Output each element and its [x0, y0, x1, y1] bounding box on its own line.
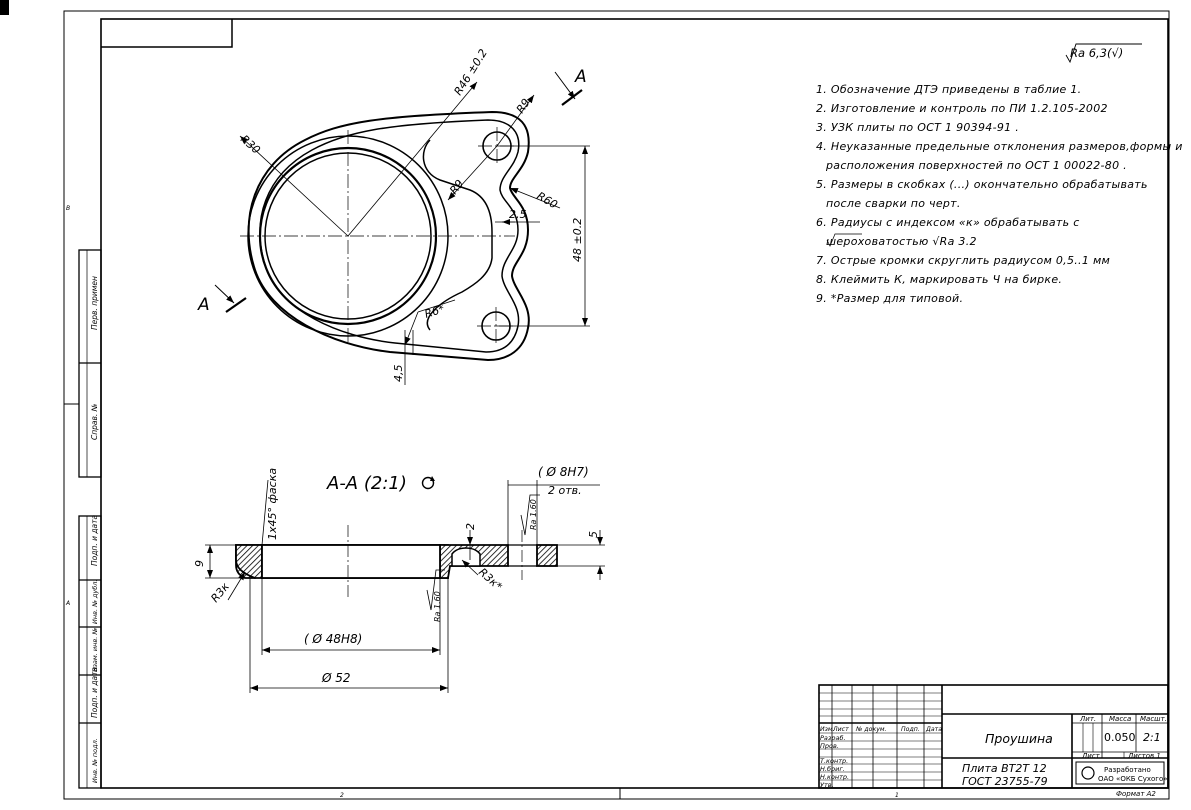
dim-r9-inner: R9: [447, 177, 466, 197]
section-letter-bottom: A: [197, 295, 210, 315]
sheet-frame: [63, 10, 1170, 800]
zone-marks: В А 2 1: [65, 205, 899, 799]
dim-4-5: 4,5: [392, 365, 405, 383]
dim-2-5: 2,5: [509, 208, 527, 221]
svg-text:Утв.: Утв.: [820, 781, 834, 789]
svg-text:Т.контр.: Т.контр.: [820, 757, 848, 765]
mass-value: 0.050: [1104, 731, 1136, 744]
side-labels: Перв. примен Справ. № Подп. и дата Инв. …: [90, 276, 99, 783]
dim-r30: R30: [238, 133, 263, 157]
svg-text:Лист: Лист: [832, 726, 849, 733]
section-view: [235, 544, 558, 579]
dim-9: 9: [193, 560, 206, 567]
section-bore: [261, 544, 441, 579]
section-rotation-icon: [421, 476, 435, 490]
svg-text:Лист: Лист: [1081, 752, 1101, 760]
side-label-inv-podl: Инв. № подл.: [91, 738, 99, 783]
dim-ra-hole: Ra 1.60: [529, 499, 538, 530]
dim-r60: R60: [535, 189, 560, 211]
section-dim-lines: [205, 479, 605, 693]
section-right-part: [536, 544, 558, 567]
material-1: Плита ВТ2Т 12: [962, 762, 1047, 775]
svg-text:Масса: Масса: [1109, 715, 1131, 723]
svg-text:Пров.: Пров.: [820, 742, 839, 750]
svg-text:№ докум.: № докум.: [855, 726, 887, 733]
svg-text:Лит.: Лит.: [1079, 715, 1096, 723]
company-logo-icon: [1081, 766, 1095, 780]
corner-mark: [0, 0, 9, 15]
note-1: 1. Обозначение ДТЭ приведены в таблие 1.: [816, 83, 1082, 96]
note-6a: 6. Радиусы с индексом «к» обрабатывать с: [816, 216, 1080, 229]
svg-text:2: 2: [340, 792, 344, 799]
title-block-lines: [818, 684, 1169, 789]
section-centerlines: [347, 525, 523, 600]
note-6b: шероховатостью √Ra 3.2: [826, 235, 977, 248]
section-title: A-A (2:1): [326, 473, 407, 494]
svg-text:Разработано: Разработано: [1104, 766, 1151, 774]
note-3: 3. УЗК плиты по ОСТ 1 90394-91 .: [816, 121, 1020, 134]
plan-slot: [422, 139, 493, 331]
section-mark-a: [214, 71, 583, 313]
dim-ra-bore: Ra 1.60: [433, 591, 442, 622]
dim-48: 48 ±0.2: [571, 218, 584, 262]
dim-2: 2: [464, 523, 477, 530]
note-8: 8. Клеймить К, маркировать Ч на бирке.: [816, 273, 1063, 286]
note-5b: после сварки по черт.: [826, 197, 961, 210]
dim-52: Ø 52: [321, 671, 351, 685]
note-4b: расположения поверхностей по ОСТ 1 00022…: [826, 159, 1127, 172]
section-groove: [451, 547, 481, 567]
note-5a: 5. Размеры в скобках (...) окончательно …: [816, 178, 1148, 191]
side-label-inv-dubl: Инв. № дубл.: [91, 580, 99, 624]
svg-text:Листов 1: Листов 1: [1127, 752, 1161, 760]
note-7: 7. Острые кромки скруглить радиусом 0,5.…: [816, 254, 1111, 267]
plan-dim-lines: [239, 81, 590, 385]
general-roughness: Ra 6,3(√): [1070, 46, 1124, 60]
svg-text:Разраб.: Разраб.: [820, 734, 846, 742]
svg-text:Н.бриг.: Н.бриг.: [820, 765, 845, 773]
technical-notes: 1. Обозначение ДТЭ приведены в таблие 1.…: [816, 80, 1183, 308]
side-label-vzam: Взам. инв. №: [91, 628, 99, 672]
svg-text:Дата: Дата: [925, 726, 942, 733]
dim-48h8: ( Ø 48H8): [304, 632, 362, 646]
scale-value: 2:1: [1143, 731, 1161, 744]
note-2: 2. Изготовление и контроль по ПИ 1.2.105…: [816, 102, 1108, 115]
dim-r6: R6*: [423, 302, 447, 321]
material-2: ГОСТ 23755-79: [962, 775, 1048, 788]
dim-r3k: R3к: [208, 580, 232, 605]
side-label-podp2: Подп. и дата: [90, 667, 99, 718]
note-9: 9. *Размер для типовой.: [816, 292, 964, 305]
svg-text:А: А: [65, 600, 70, 607]
dim-r3k2: R3к*: [476, 566, 505, 594]
title-block-texts: Изм. Лист № докум. Подп. Дата Разраб. Пр…: [820, 715, 1168, 798]
plan-centerlines: [240, 127, 516, 345]
format-label: Формат А2: [1116, 790, 1156, 798]
roughness-icon: [1065, 43, 1142, 64]
section-title-group: A-A (2:1): [326, 473, 435, 494]
note-4a: 4. Неуказанные предельные отклонения раз…: [816, 140, 1183, 153]
plan-inner-contour: [259, 119, 520, 353]
plan-outer-contour: [247, 110, 530, 362]
dim-hole: ( Ø 8H7): [538, 465, 589, 479]
part-name: Проушина: [985, 731, 1053, 746]
svg-text:Изм.: Изм.: [820, 726, 835, 733]
svg-text:В: В: [66, 205, 70, 212]
dim-chamfer: 1x45° фаска: [266, 468, 279, 540]
dim-r9-top: R9: [514, 96, 533, 115]
dim-holes-count: 2 отв.: [548, 484, 582, 497]
side-label-podp1: Подп. и дата: [90, 515, 99, 566]
section-letter-top: A: [574, 67, 587, 87]
svg-text:Масшт.: Масшт.: [1140, 715, 1167, 723]
svg-text:1: 1: [895, 792, 899, 799]
dim-5: 5: [587, 531, 600, 538]
svg-text:Н.контр.: Н.контр.: [820, 773, 849, 781]
svg-text:Подп.: Подп.: [901, 726, 920, 733]
svg-text:ОАО «ОКБ Сухого»: ОАО «ОКБ Сухого»: [1098, 775, 1168, 783]
side-label-perv: Перв. примен: [90, 276, 99, 330]
side-label-sprav: Справ. №: [90, 403, 99, 440]
